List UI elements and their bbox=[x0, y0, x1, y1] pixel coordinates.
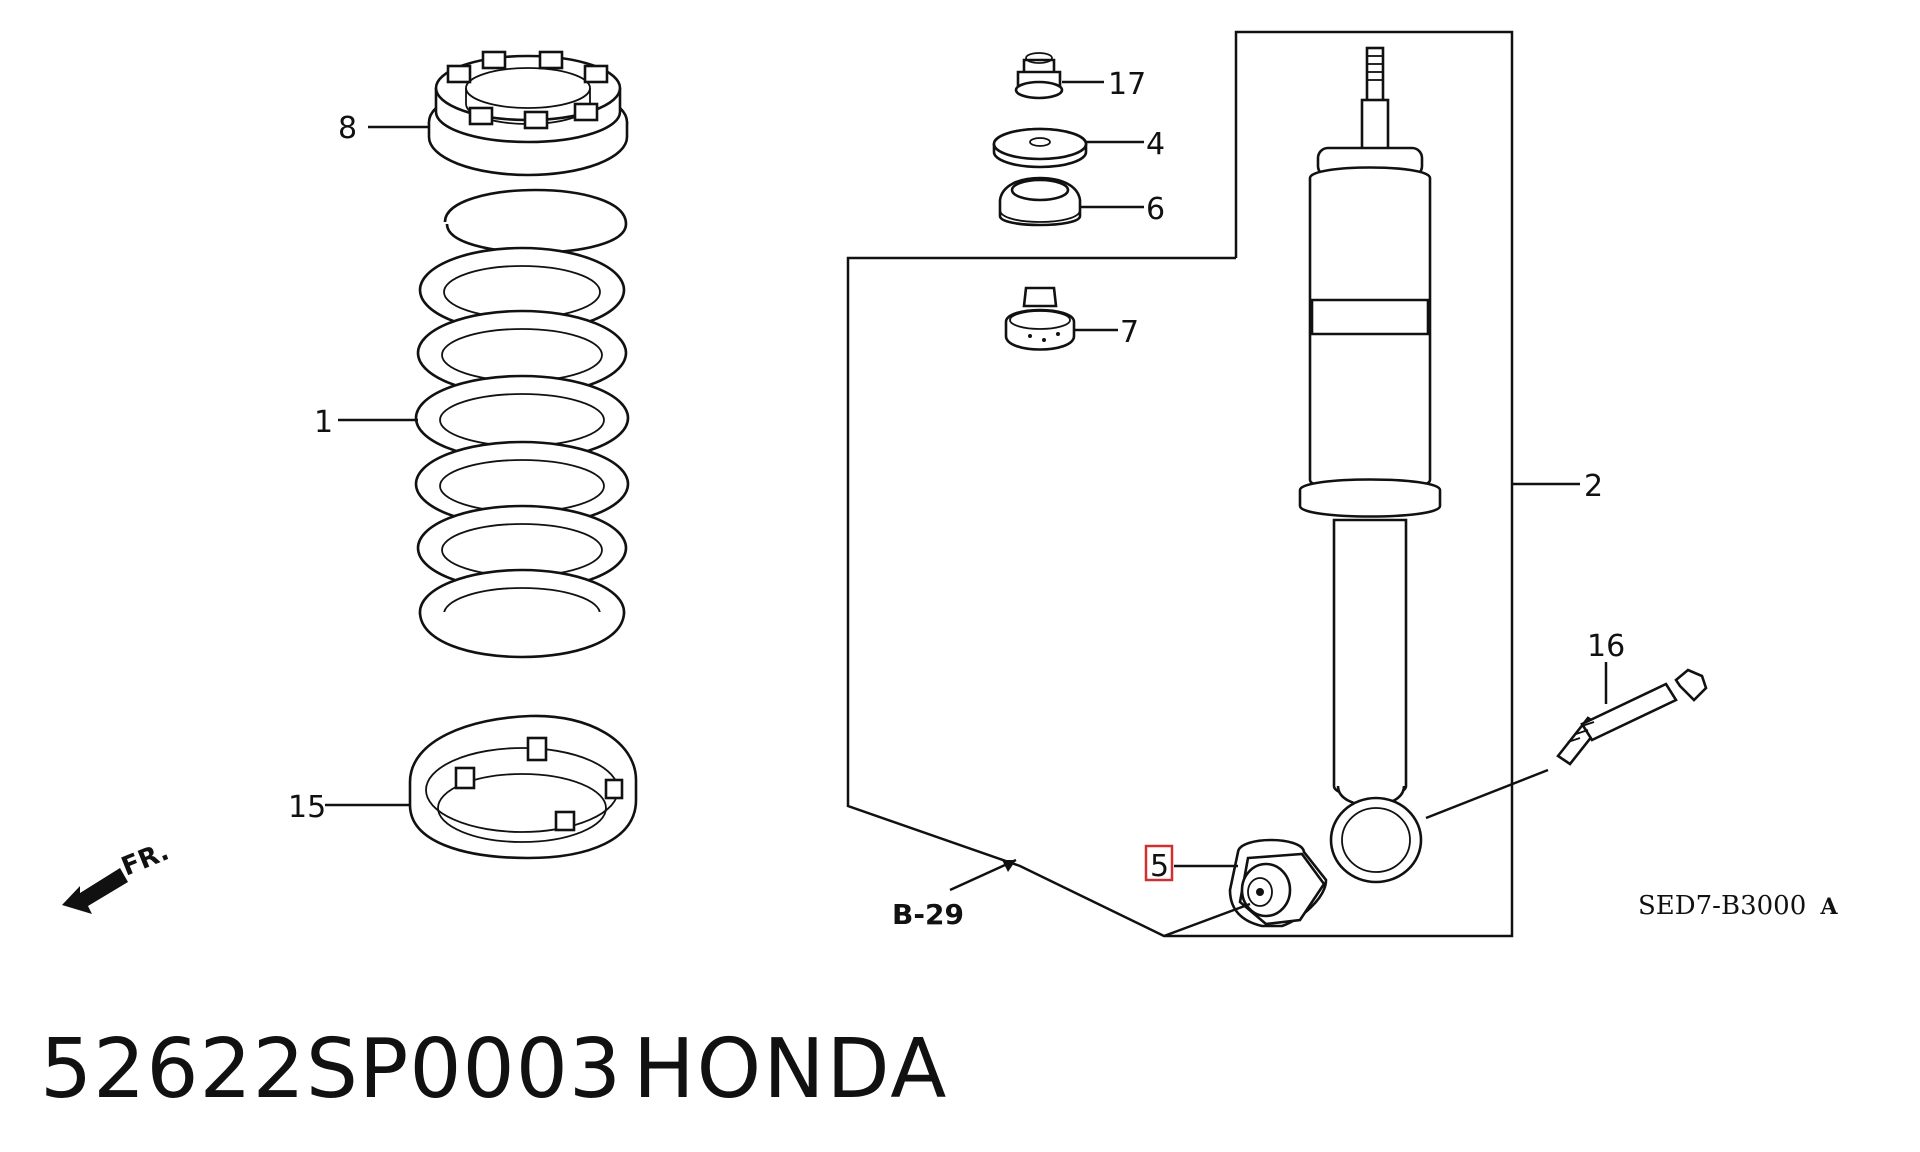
self-locking-nut bbox=[1014, 52, 1064, 100]
callout-1: 1 bbox=[314, 405, 333, 440]
callout-8: 8 bbox=[338, 111, 357, 146]
mount-washer bbox=[992, 127, 1088, 169]
reference-b29: B-29 bbox=[892, 898, 964, 931]
callout-5-highlight bbox=[1144, 844, 1174, 882]
mount-rubber-lower bbox=[1004, 286, 1076, 351]
part-number-caption: 52622SP0003 bbox=[40, 1022, 623, 1117]
figure-code: SED7-B3000 A bbox=[1638, 891, 1839, 921]
callout-5: 5 bbox=[1150, 849, 1169, 884]
coil-spring bbox=[414, 188, 630, 659]
callout-7: 7 bbox=[1120, 315, 1139, 350]
mounting-bolt bbox=[1556, 668, 1708, 766]
front-direction-arrow bbox=[62, 868, 128, 914]
mount-rubber-upper bbox=[998, 176, 1082, 227]
callout-16: 16 bbox=[1587, 629, 1625, 664]
lower-bushing bbox=[1228, 838, 1328, 928]
callout-17: 17 bbox=[1108, 67, 1146, 102]
brand-caption: HONDA bbox=[633, 1022, 949, 1117]
spring-lower-seat bbox=[408, 714, 638, 860]
callout-15: 15 bbox=[288, 790, 326, 825]
callout-4: 4 bbox=[1146, 127, 1165, 162]
figure-code-suffix: A bbox=[1820, 894, 1839, 920]
spring-upper-seat bbox=[427, 50, 629, 177]
callout-6: 6 bbox=[1146, 192, 1165, 227]
callout-2: 2 bbox=[1584, 469, 1603, 504]
shock-absorber bbox=[1298, 46, 1442, 884]
front-label: FR. bbox=[117, 837, 173, 883]
figure-code-main: SED7-B3000 bbox=[1638, 891, 1806, 921]
